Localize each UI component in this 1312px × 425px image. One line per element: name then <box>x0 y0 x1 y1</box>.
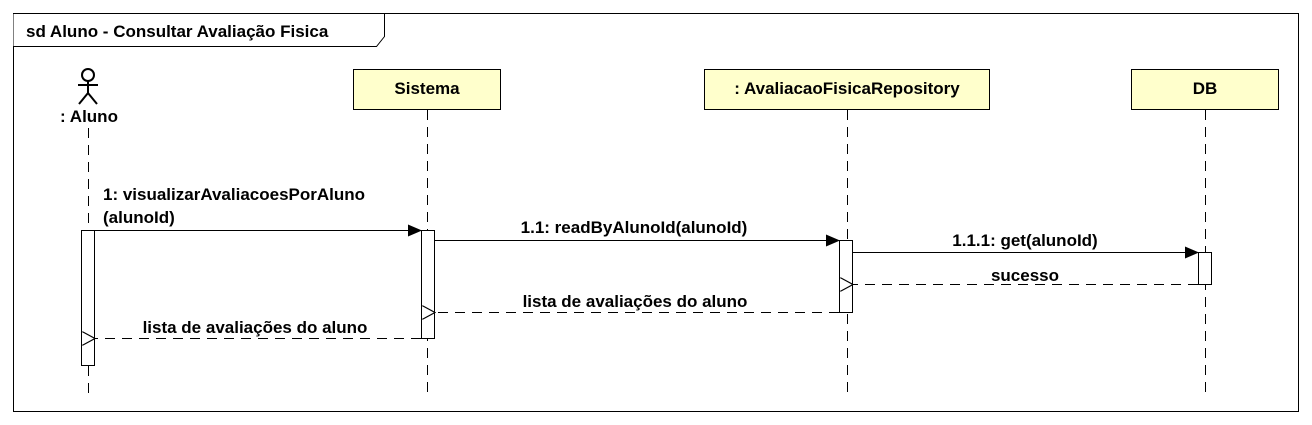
diagram-frame <box>13 13 1299 412</box>
message-1-label-line1: 1: visualizarAvaliacoesPorAluno <box>103 185 365 204</box>
message-1-label-line2: (alunoId) <box>103 208 175 227</box>
lifeline-sistema-label: Sistema <box>394 79 460 98</box>
return-1-1-label: lista de avaliações do aluno <box>523 292 748 311</box>
lifeline-db-box <box>1131 69 1279 110</box>
message-1-1-label: 1.1: readByAlunoId(alunoId) <box>521 218 748 237</box>
lifeline-repository: : AvaliacaoFisicaRepository <box>704 69 990 110</box>
actor-leg-left <box>78 92 89 105</box>
activation-db <box>1198 252 1212 285</box>
actor-label: : Aluno <box>60 107 118 126</box>
actor-head <box>81 68 95 82</box>
lifeline-db-label: DB <box>1193 79 1218 98</box>
activation-sistema <box>421 230 435 339</box>
lifeline-sistema-box <box>353 69 501 110</box>
frame-title: sd Aluno - Consultar Avaliação Fisica <box>26 22 329 41</box>
lifeline-repository-box <box>704 69 990 110</box>
activation-aluno <box>81 230 95 366</box>
message-1-1-1-label: 1.1.1: get(alunoId) <box>952 231 1097 250</box>
activation-repository <box>839 240 853 313</box>
actor-leg-right <box>87 92 98 105</box>
frame-title-tab <box>13 13 385 47</box>
actor-aluno <box>78 68 98 105</box>
lifeline-repository-label: : AvaliacaoFisicaRepository <box>734 79 960 98</box>
lifeline-sistema: Sistema <box>353 69 501 110</box>
return-1-label: lista de avaliações do aluno <box>143 318 368 337</box>
lifeline-db: DB <box>1131 69 1279 110</box>
return-1-1-1-label: sucesso <box>991 266 1059 285</box>
